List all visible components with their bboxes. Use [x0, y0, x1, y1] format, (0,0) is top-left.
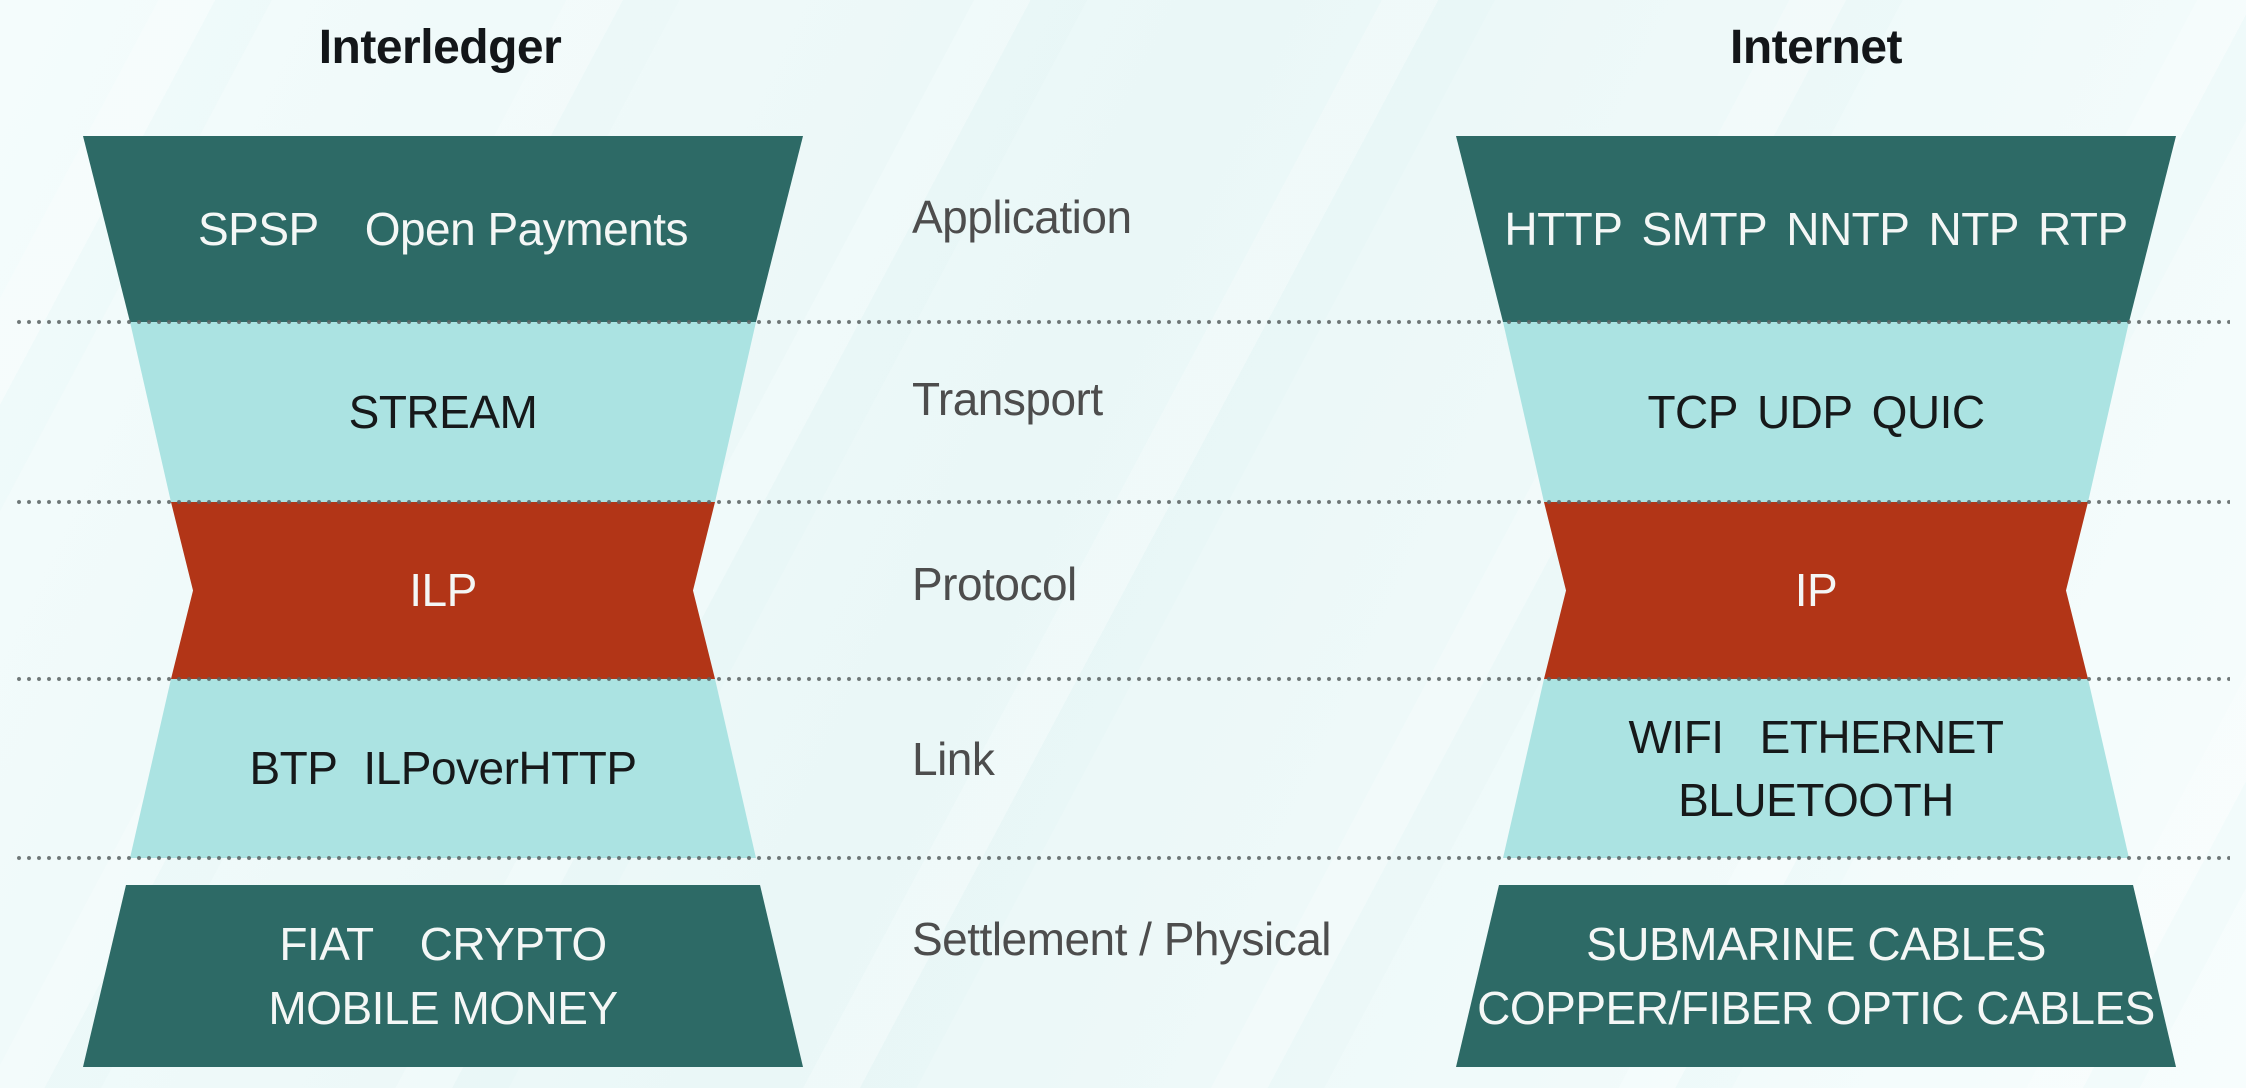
band-items: WIFI ETHERNET BLUETOOTH: [1629, 710, 2004, 828]
band-items: ILP: [409, 563, 477, 617]
band-items: IP: [1794, 563, 1838, 617]
layer-label-application: Application: [912, 191, 1132, 243]
band-item: FIAT: [279, 918, 374, 971]
interledger-transport-band: STREAM: [130, 322, 756, 502]
layer-label-settlement-physical: Settlement / Physical: [912, 913, 1332, 965]
band-item: WIFI: [1628, 710, 1725, 763]
interledger-application-band: SPSP Open Payments: [83, 136, 803, 322]
layer-label-transport: Transport: [912, 373, 1103, 425]
band-item: NTP: [1928, 202, 2019, 255]
internet-stack: HTTP SMTP NNTP NTP RTP TCP UDP QUIC IP W…: [1456, 136, 2176, 1067]
interledger-link-band: BTP ILPoverHTTP: [130, 679, 756, 858]
layer-label-link: Link: [912, 733, 995, 785]
internet-transport-band: TCP UDP QUIC: [1503, 322, 2129, 502]
band-items: SUBMARINE CABLES COPPER/FIBER OPTIC CABL…: [1477, 917, 2155, 1035]
band-item: COPPER/FIBER OPTIC CABLES: [1477, 981, 2155, 1034]
band-item: ILPoverHTTP: [363, 742, 637, 795]
band-item: CRYPTO: [419, 918, 608, 971]
interledger-stack: SPSP Open Payments STREAM ILP BTP ILPove…: [83, 136, 803, 1067]
band-items: FIAT CRYPTO MOBILE MONEY: [268, 917, 618, 1035]
band-item: RTP: [2037, 202, 2128, 255]
band-item: ILP: [409, 564, 477, 617]
band-items: TCP UDP QUIC: [1647, 385, 1986, 439]
band-item: IP: [1794, 564, 1838, 617]
band-item: SUBMARINE CABLES: [1586, 918, 2046, 971]
band-items: STREAM: [349, 385, 538, 439]
internet-protocol-band: IP: [1543, 502, 2089, 679]
internet-application-band: HTTP SMTP NNTP NTP RTP: [1456, 136, 2176, 322]
layer-label-protocol: Protocol: [912, 558, 1077, 610]
interledger-protocol-band: ILP: [170, 502, 716, 679]
internet-stack-title: Internet: [1729, 21, 1903, 74]
band-item: BLUETOOTH: [1678, 774, 1954, 826]
interledger-settlement-band: FIAT CRYPTO MOBILE MONEY: [83, 885, 803, 1067]
band-item: BTP: [249, 742, 338, 795]
band-item: ETHERNET: [1759, 710, 2004, 763]
internet-settlement-band: SUBMARINE CABLES COPPER/FIBER OPTIC CABL…: [1456, 885, 2176, 1067]
interledger-stack-title: Interledger: [318, 21, 562, 74]
band-item: NNTP: [1786, 202, 1910, 255]
band-item: STREAM: [348, 385, 538, 438]
band-item: QUIC: [1871, 385, 1986, 438]
band-item: SPSP: [197, 202, 319, 255]
band-item: Open Payments: [364, 202, 689, 255]
band-item: MOBILE MONEY: [268, 981, 618, 1034]
internet-link-band: WIFI ETHERNET BLUETOOTH: [1503, 679, 2129, 858]
band-item: SMTP: [1641, 202, 1768, 255]
band-items: SPSP Open Payments: [197, 202, 689, 256]
band-item: HTTP: [1504, 202, 1623, 255]
band-item: TCP: [1647, 385, 1738, 438]
band-items: BTP ILPoverHTTP: [249, 741, 637, 795]
band-items: HTTP SMTP NNTP NTP RTP: [1504, 202, 2128, 256]
band-item: UDP: [1756, 385, 1853, 438]
